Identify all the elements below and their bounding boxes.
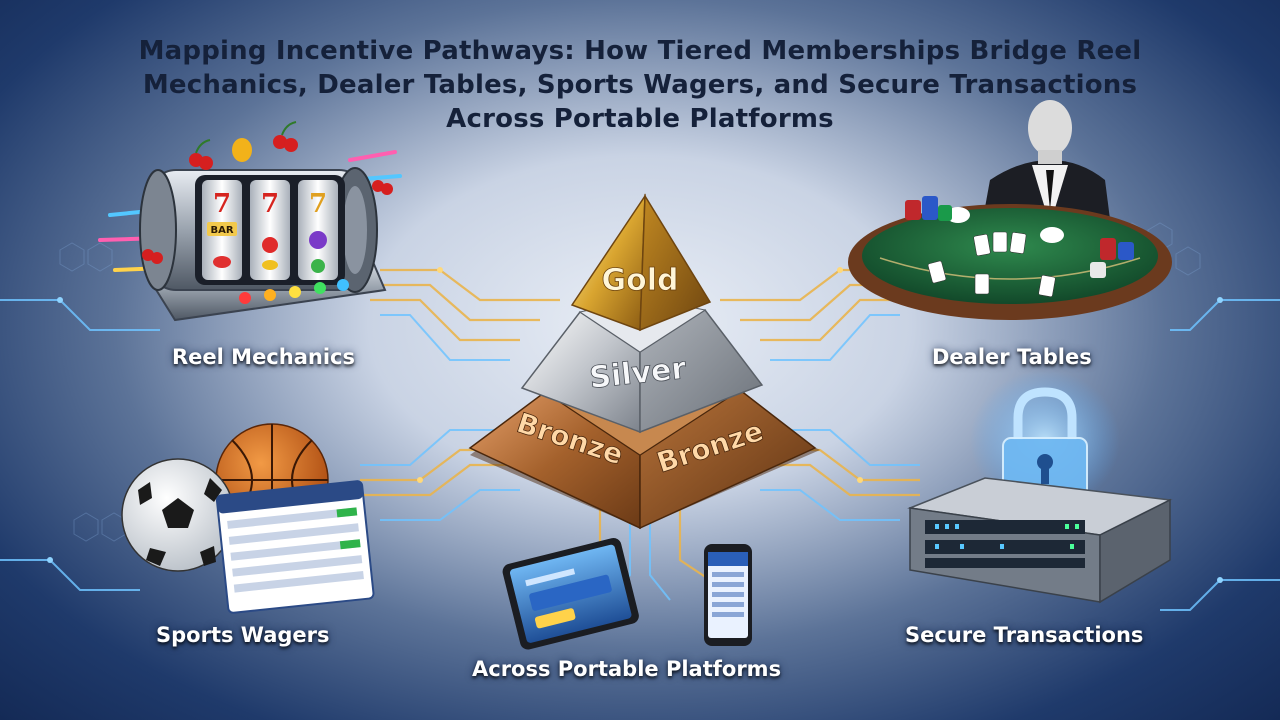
dealer-table-illustration [848, 100, 1172, 320]
node-label-dealer-tables: Dealer Tables [932, 345, 1092, 369]
title-line-3: Across Portable Platforms [446, 104, 834, 134]
tablet-icon [502, 538, 639, 650]
slot-reel-symbols: 7 7 7 BAR [207, 189, 327, 273]
circuit-lines-blue [0, 299, 1280, 611]
slot-lights [239, 279, 349, 304]
cherry-icon [262, 237, 278, 253]
diagram-title: Mapping Incentive Pathways: How Tiered M… [90, 34, 1190, 136]
grape-icon [309, 231, 327, 249]
floating-fruit-icons [142, 121, 393, 264]
fruit-icon [213, 256, 231, 268]
lime-icon [311, 259, 325, 273]
sports-wagers-illustration [121, 423, 375, 614]
reel-seven-1: 7 [213, 189, 231, 219]
membership-pyramid: Gold Silver Bronze Bronze [468, 193, 820, 530]
reel-seven-2: 7 [261, 189, 279, 219]
node-label-secure-transactions: Secure Transactions [905, 623, 1144, 647]
circuit-nodes [47, 267, 1223, 583]
slot-machine-illustration [98, 150, 402, 322]
tier-gold-label: Gold [602, 263, 679, 298]
node-label-portable-platforms: Across Portable Platforms [472, 657, 782, 681]
node-label-sports-wagers: Sports Wagers [156, 623, 330, 647]
title-line-1: Mapping Incentive Pathways: How Tiered M… [138, 36, 1142, 66]
portable-devices-illustration [502, 538, 752, 650]
reel-seven-3: 7 [309, 189, 327, 219]
title-line-2: Mechanics, Dealer Tables, Sports Wagers,… [142, 70, 1138, 100]
reel-bar: BAR [210, 225, 233, 236]
smartphone-icon [704, 544, 752, 646]
gold-tier-right-face [639, 193, 712, 332]
secure-transactions-illustration [907, 370, 1173, 604]
lemon-icon [262, 260, 278, 270]
node-label-reel-mechanics: Reel Mechanics [172, 345, 355, 369]
reel-bar-plate [207, 222, 237, 236]
